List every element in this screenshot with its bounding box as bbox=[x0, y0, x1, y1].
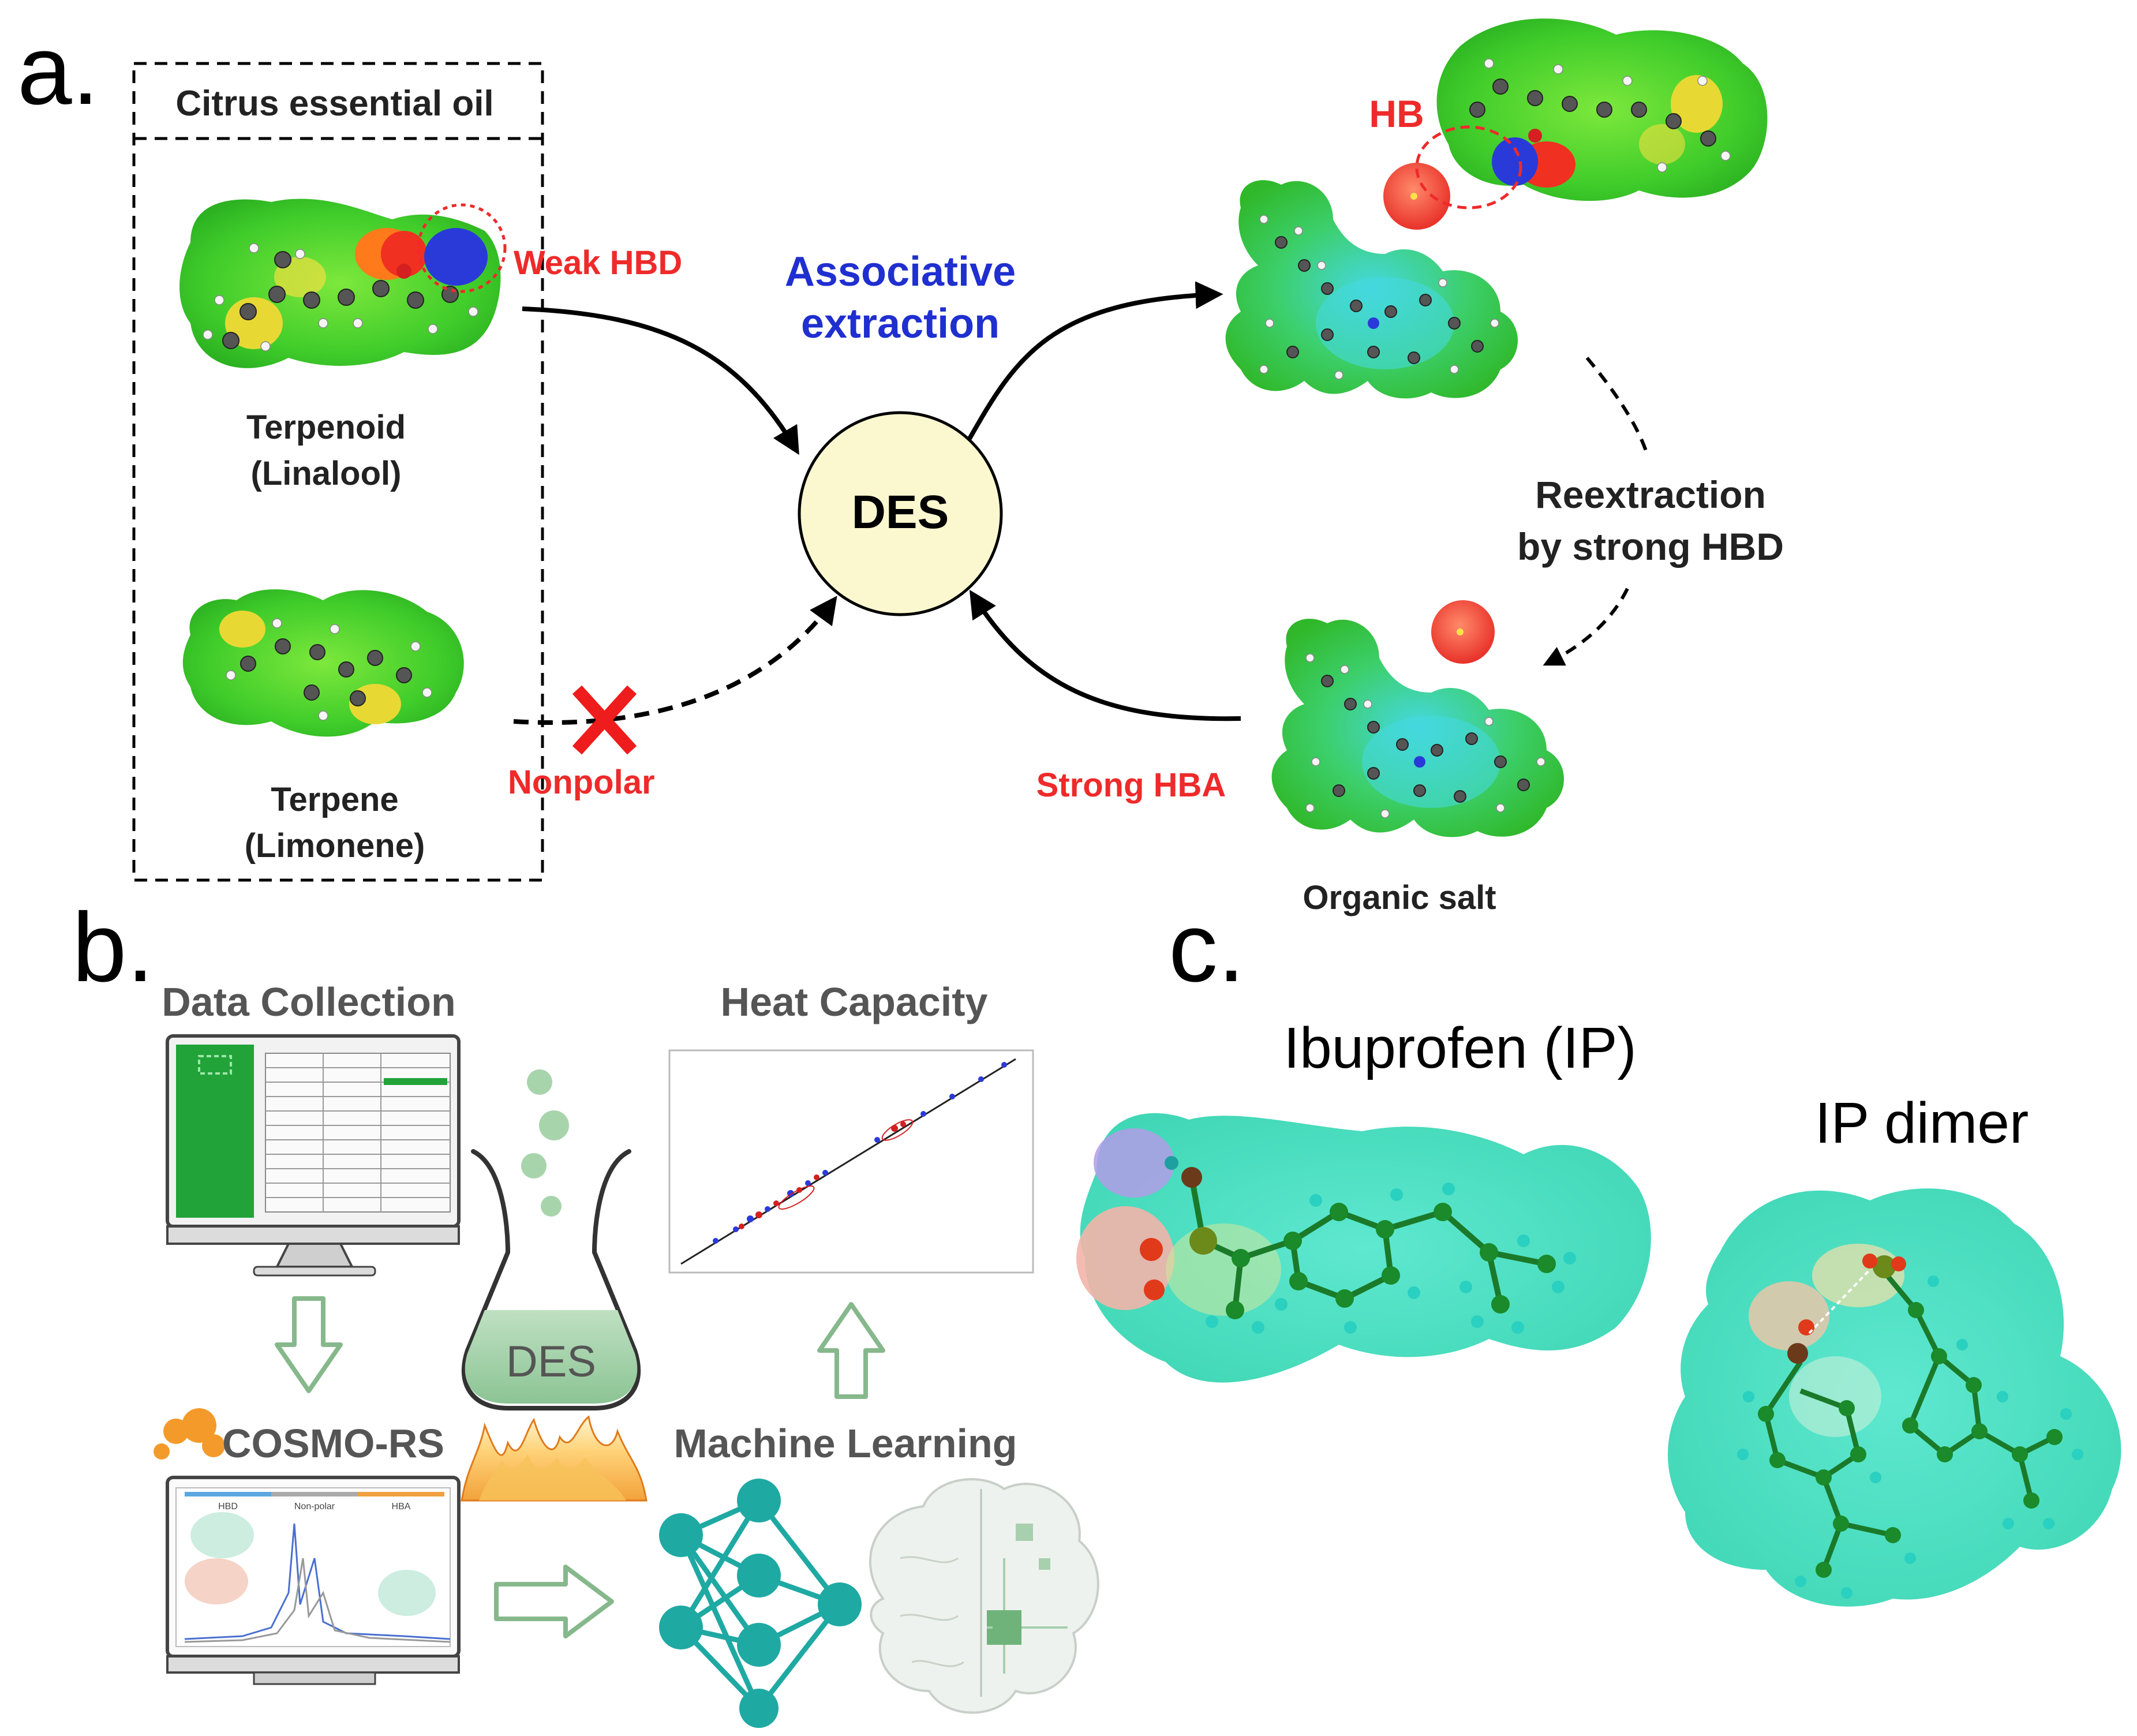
brain-circuit-icon bbox=[869, 1478, 1099, 1714]
ip-dimer-title: IP dimer bbox=[1815, 1091, 2029, 1155]
panel-c: c. Ibuprofen (IP) IP dimer bbox=[1076, 893, 2121, 1607]
nonpolar-label: Nonpolar bbox=[508, 764, 655, 801]
associative-label-line2: extraction bbox=[801, 301, 1000, 347]
blocked-x-icon bbox=[572, 685, 637, 755]
organic-salt-label: Organic salt bbox=[1303, 879, 1496, 916]
panel-a-label: a. bbox=[17, 16, 99, 125]
flask-des-label: DES bbox=[506, 1337, 596, 1386]
salt-to-des-arrow bbox=[969, 589, 1241, 721]
cosmo-hbd-label: HBD bbox=[218, 1502, 238, 1511]
reextraction-line2: by strong HBD bbox=[1517, 525, 1784, 568]
des-to-complex-arrow bbox=[967, 281, 1223, 440]
organic-salt-molecule bbox=[1271, 600, 1564, 837]
terpene-to-des-dashed-arrow bbox=[513, 596, 837, 725]
cosmo-monitor-icon: HBD Non-polar HBA bbox=[166, 1476, 461, 1685]
panel-a: a. Citrus essential oil bbox=[17, 16, 1784, 916]
cosmo-nonpolar-label: Non-polar bbox=[294, 1502, 335, 1511]
neural-network-nodes bbox=[659, 1479, 862, 1728]
panel-b-label: b. bbox=[72, 893, 154, 1002]
cosmo-hba-label: HBA bbox=[392, 1502, 411, 1511]
des-label: DES bbox=[852, 486, 949, 538]
associative-label-line1: Associative bbox=[785, 249, 1016, 295]
hb-label: HB bbox=[1369, 92, 1424, 135]
fire-icon bbox=[461, 1415, 648, 1502]
data-collection-title: Data Collection bbox=[162, 979, 456, 1024]
citrus-oil-title: Citrus essential oil bbox=[175, 84, 493, 124]
ibuprofen-molecule bbox=[1076, 1113, 1651, 1383]
des-flask-icon: DES bbox=[461, 1069, 641, 1410]
cosmo-title: COSMO-RS bbox=[222, 1421, 444, 1466]
reextraction-line1: Reextraction bbox=[1535, 473, 1766, 516]
down-arrow-icon bbox=[275, 1296, 343, 1393]
heat-capacity-title: Heat Capacity bbox=[721, 979, 988, 1024]
weak-hbd-label: Weak HBD bbox=[514, 244, 682, 282]
reextraction-dashed-top bbox=[1585, 357, 1649, 457]
des-circle bbox=[798, 411, 1003, 616]
monitor-icon bbox=[166, 1034, 461, 1277]
right-arrow-icon bbox=[494, 1565, 614, 1638]
up-arrow-icon bbox=[817, 1302, 885, 1399]
panel-c-label: c. bbox=[1169, 893, 1245, 1002]
ml-title: Machine Learning bbox=[673, 1421, 1017, 1466]
ibuprofen-title: Ibuprofen (IP) bbox=[1283, 1016, 1636, 1080]
hb-complex bbox=[1225, 18, 1768, 399]
terpene-sub: (Limonene) bbox=[245, 827, 425, 865]
cosmo-logo-icon bbox=[154, 1408, 225, 1460]
citrus-oil-box bbox=[132, 62, 544, 882]
terpenoid-to-des-arrow bbox=[522, 306, 799, 455]
strong-hba-label: Strong HBA bbox=[1036, 766, 1226, 804]
neural-network-icon bbox=[678, 1498, 842, 1711]
reextraction-dashed-arrow bbox=[1543, 588, 1629, 666]
terpenoid-sub: (Linalool) bbox=[251, 455, 402, 492]
ip-dimer-molecule bbox=[1668, 1188, 2121, 1607]
limonene-molecule bbox=[182, 589, 464, 737]
panel-b: b. Data Collection bbox=[72, 893, 1099, 1728]
linalool-molecule bbox=[179, 199, 507, 368]
heat-capacity-plot bbox=[668, 1049, 1034, 1274]
terpenoid-name: Terpenoid bbox=[246, 409, 406, 446]
terpene-name: Terpene bbox=[271, 781, 398, 818]
